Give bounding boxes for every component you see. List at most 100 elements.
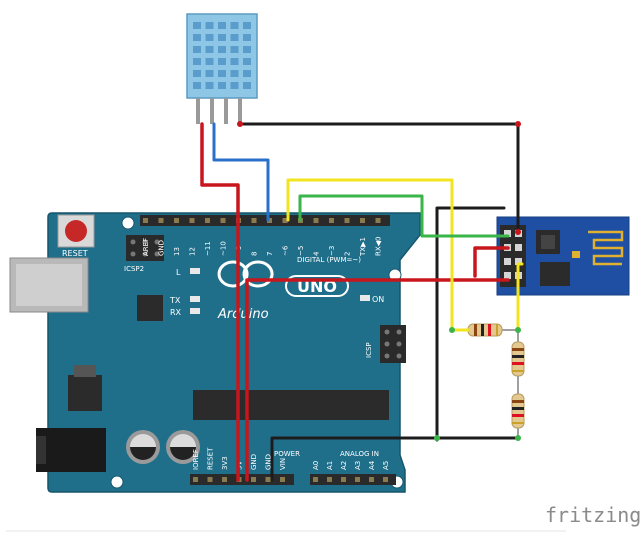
header-hole (251, 218, 257, 223)
led-rx-label: RX (170, 308, 182, 317)
sensor-vent (193, 46, 201, 53)
sensor-vent (193, 22, 201, 29)
sensor-vent (243, 22, 251, 29)
header-hole (265, 477, 271, 482)
header-hole (313, 477, 318, 482)
sensor-vent (193, 70, 201, 77)
digital-pin-label: TX▶1 (359, 237, 367, 257)
wire-yellow-tx (286, 178, 470, 332)
wire-yellow-esp (516, 262, 524, 332)
analog-label: ANALOG IN (340, 450, 379, 458)
sensor-vent (205, 58, 214, 65)
on-label: ON (372, 295, 384, 304)
sensor-vent (230, 58, 239, 65)
wire-red-esp-vcc (245, 278, 510, 482)
digital-label: DIGITAL (PWM=~) (297, 256, 361, 264)
led-l-label: L (176, 268, 181, 277)
capacitor-2 (166, 430, 200, 464)
sensor-vent (243, 82, 251, 89)
capacitor-1 (126, 430, 160, 464)
sensor-vent (243, 70, 251, 77)
digital-pin-label: 2 (344, 252, 352, 256)
reset-button (57, 214, 95, 248)
arduino-uno-board: RESET ICSP2 L TX RX ON (9, 212, 421, 493)
icsp2-header (126, 235, 164, 261)
header-hole (280, 477, 285, 482)
digital-pin-label: 13 (173, 247, 181, 256)
digital-pin-label: ~11 (204, 241, 212, 256)
power-pin-label: IOREF (192, 449, 200, 470)
header-hole (205, 218, 210, 223)
header-hole (344, 218, 350, 223)
sensor-vent (193, 34, 201, 41)
header-hole (222, 477, 227, 482)
header-hole (383, 477, 388, 482)
usb-connector (9, 257, 89, 313)
sensor-vent (218, 34, 226, 41)
digital-pin-label: 4 (313, 251, 321, 256)
digital-pin-label: ~6 (282, 245, 290, 256)
header-hole (327, 477, 332, 482)
wire-green-rx (298, 194, 510, 238)
header-hole (251, 477, 256, 482)
sensor-vent (230, 70, 239, 77)
voltage-regulator (68, 375, 102, 411)
digital-pin-label: AREF (142, 238, 150, 256)
resistor-1 (455, 323, 518, 337)
power-label: POWER (274, 450, 300, 458)
reset-label: RESET (62, 249, 88, 258)
power-jack (36, 428, 106, 472)
digital-pin-label: RX◀0 (375, 237, 383, 257)
sensor-vent (230, 22, 239, 29)
header-hole (341, 477, 346, 482)
digital-pin-label: ~10 (220, 241, 228, 256)
analog-pin-label: A2 (340, 461, 348, 470)
header-hole (282, 218, 288, 223)
sensor-vent (193, 82, 201, 89)
sensor-vent (230, 46, 239, 53)
wires (200, 122, 524, 482)
digital-pin-label: ~5 (297, 246, 305, 256)
sensor-vent (205, 70, 214, 77)
header-hole (189, 218, 195, 223)
analog-pin-label: A0 (312, 461, 320, 470)
header-hole (360, 218, 365, 223)
sensor-vent (205, 22, 214, 29)
header-hole (375, 218, 381, 223)
sensor-vent (243, 46, 251, 53)
power-header (190, 474, 294, 485)
header-hole (267, 218, 272, 223)
sensor-vent (230, 34, 239, 41)
sensor-vent (205, 82, 214, 89)
sensor-vent (218, 58, 226, 65)
header-hole (220, 218, 226, 223)
sensor-vent (218, 46, 226, 53)
digital-header (140, 215, 390, 226)
header-hole (369, 477, 374, 482)
resistor-2 (511, 330, 525, 377)
sensor-vent (218, 22, 226, 29)
header-hole (193, 477, 198, 482)
sensor-vent (243, 58, 251, 65)
header-hole (355, 477, 360, 482)
sensor-vent (218, 70, 226, 77)
wire-blue-data (212, 122, 270, 222)
sensor-vent (205, 34, 214, 41)
header-hole (158, 218, 164, 223)
icsp-header (380, 325, 406, 363)
sensor-vent (243, 34, 251, 41)
sensor-vent (193, 58, 201, 65)
header-hole (174, 218, 179, 223)
wire-endpoints (237, 121, 521, 441)
digital-pin-label: 7 (266, 252, 274, 256)
analog-pin-label: A4 (368, 460, 376, 470)
sensor-vent (205, 46, 214, 53)
header-hole (329, 218, 334, 223)
sensor-vent (218, 82, 226, 89)
icsp-label: ICSP (365, 342, 373, 358)
power-pin-label: 3V3 (221, 456, 229, 470)
digital-pin-label: 12 (189, 247, 197, 256)
arduino-brand-text: Arduino (217, 307, 269, 322)
